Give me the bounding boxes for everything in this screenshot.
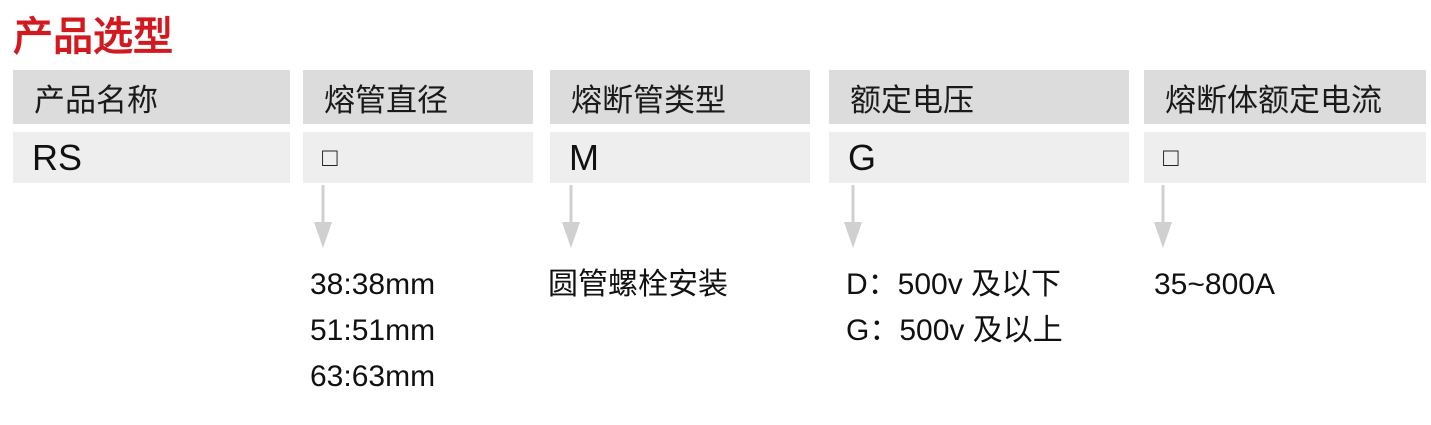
code-cell-product-name: RS (13, 132, 290, 183)
page-title: 产品选型 (13, 15, 173, 59)
option-tube-diameter-63: 63:63mm (310, 360, 436, 393)
option-fuse-tube-type-m: 圆管螺栓安装 (548, 268, 728, 301)
down-arrow-icon (314, 185, 332, 248)
option-rated-current-range: 35~800A (1154, 268, 1275, 301)
option-tube-diameter-38: 38:38mm (310, 268, 436, 301)
column-header-fuse-tube-type: 熔断管类型 (550, 70, 810, 124)
column-header-tube-diameter: 熔管直径 (303, 70, 533, 124)
option-rated-voltage-g: G：500v 及以上 (846, 314, 1063, 347)
code-cell-tube-diameter: □ (303, 132, 533, 183)
column-header-fuse-rated-current: 熔断体额定电流 (1144, 70, 1426, 124)
code-cell-fuse-rated-current: □ (1144, 132, 1426, 183)
down-arrow-icon (562, 185, 580, 248)
down-arrow-icon (1154, 185, 1172, 248)
code-cell-rated-voltage: G (829, 132, 1129, 183)
option-rated-voltage-d: D：500v 及以下 (846, 268, 1062, 301)
column-header-rated-voltage: 额定电压 (829, 70, 1129, 124)
column-header-product-name: 产品名称 (13, 70, 290, 124)
code-cell-fuse-tube-type: M (550, 132, 810, 183)
down-arrow-icon (844, 185, 862, 248)
option-tube-diameter-51: 51:51mm (310, 314, 436, 347)
